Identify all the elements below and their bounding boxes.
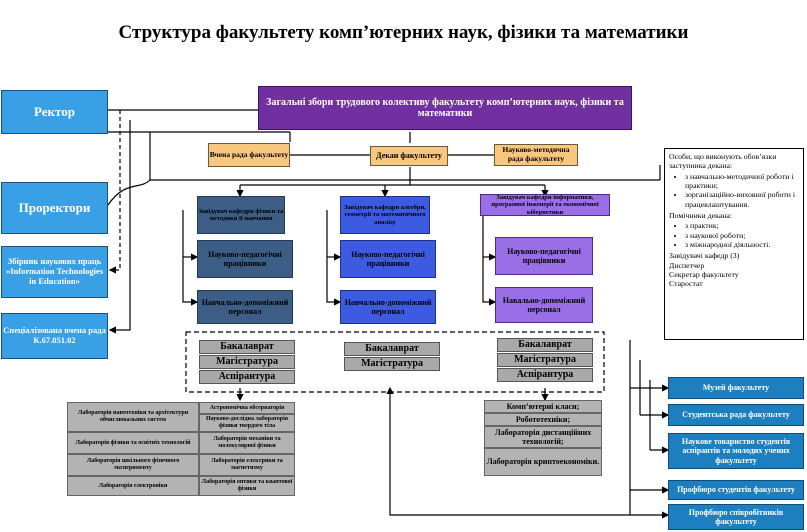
lab-nanotech[interactable]: Лабораторія нанотехніки та архітектури о… — [67, 402, 199, 432]
helpers-list: з практик; з наукової роботи; з міжнарод… — [669, 221, 799, 249]
specialized-council-box[interactable]: Спеціалізована вчена рада К.67.051.02 — [1, 313, 108, 359]
dept-math-staff[interactable]: Науково-педагогічні працівники — [340, 240, 436, 278]
lab-physics-edu[interactable]: Лабораторія фізики та освітніх технологі… — [67, 432, 199, 454]
deputies-list: з навчально-методичної роботи і практики… — [669, 172, 799, 209]
level-bachelor-3[interactable]: Бакалаврат — [497, 338, 593, 352]
helpers-title: Помічники декана: — [669, 211, 733, 221]
staff-item: Старостат — [669, 279, 703, 289]
level-master-1[interactable]: Магістратура — [199, 355, 295, 369]
lab-cryptoeconomics[interactable]: Лабораторія криптоекономіки. — [484, 448, 602, 476]
deputies-intro: Особи, що виконують обов’язки заступника… — [669, 152, 777, 171]
lab-electricity[interactable]: Лабораторія електрики та магнетизму — [199, 454, 295, 476]
dept-informatics-support[interactable]: Навально-допоміжний персонал — [495, 287, 593, 323]
lab-observatory[interactable]: Астрономічна обсерваторія — [199, 402, 295, 414]
lab-optics[interactable]: Лабораторія оптики та квантової фізики — [199, 476, 295, 496]
unit-staff-union[interactable]: Профбюро співробітників факультету — [668, 504, 804, 530]
level-phd-3[interactable]: Аспірантура — [497, 368, 593, 382]
level-bachelor-1[interactable]: Бакалаврат — [199, 340, 295, 354]
dept-physics-head[interactable]: Завідувач кафедри фізики та методики її … — [197, 196, 285, 234]
academic-council-box[interactable]: Вчена рада факультету — [208, 143, 290, 167]
unit-student-council[interactable]: Студентська рада факультету — [668, 404, 804, 426]
lab-solid-state[interactable]: Науково-дослідна лабораторія фізики твер… — [199, 414, 295, 432]
dean-office-info: Особи, що виконують обов’язки заступника… — [664, 148, 804, 340]
level-master-2[interactable]: Магістратура — [344, 357, 440, 371]
unit-student-union[interactable]: Профбюро студентів факультету — [668, 480, 804, 500]
dept-informatics-head[interactable]: Завідувач кафедри інформатики, програмно… — [480, 194, 610, 216]
level-bachelor-2[interactable]: Бакалаврат — [344, 342, 440, 356]
dept-informatics-staff[interactable]: Науково-педагогічні працівники — [495, 237, 593, 275]
deputy-item: зорганізаційно-виховної роботи і працевл… — [685, 190, 799, 209]
helper-item: з наукової роботи; — [685, 231, 799, 240]
staff-item: Секретар факультету — [669, 270, 739, 280]
unit-museum[interactable]: Музей факультету — [668, 377, 804, 399]
journal-box[interactable]: Збірник наукових праць «Information Tech… — [1, 246, 108, 298]
staff-item: Завідувачі кафедр (3) — [669, 251, 740, 261]
staff-item: Диспетчер — [669, 260, 705, 270]
rector-box[interactable]: Ректор — [1, 90, 108, 134]
helper-item: з міжнародної діяльності. — [685, 240, 799, 249]
dept-math-support[interactable]: Навчально-допоміжний персонал — [340, 290, 436, 324]
lab-distance-tech[interactable]: Лабораторія дистанційних технологій; — [484, 426, 602, 448]
level-phd-1[interactable]: Аспірантура — [199, 370, 295, 384]
lab-robotics[interactable]: Робототехніки; — [484, 413, 602, 426]
lab-computer-classes[interactable]: Комп’ютерні класи; — [484, 400, 602, 413]
dept-math-head[interactable]: Завідувач кафедри алгебри, геометрії та … — [340, 196, 430, 234]
level-master-3[interactable]: Магістратура — [497, 353, 593, 367]
dept-physics-staff[interactable]: Науково-педагогічні працівники — [197, 240, 293, 278]
lab-mechanics[interactable]: Лабораторія механіки та молекулярної фіз… — [199, 432, 295, 454]
prorector-box[interactable]: Проректори — [1, 182, 108, 234]
lab-electronics[interactable]: Лабораторія електроніки — [67, 476, 199, 496]
dept-physics-support[interactable]: Навчально-допоміжний персонал — [197, 290, 293, 324]
helper-item: з практик; — [685, 221, 799, 230]
dean-box[interactable]: Декан факультету — [370, 146, 448, 166]
unit-scientific-society[interactable]: Наукове товариство студентів аспірантів … — [668, 433, 804, 469]
deputy-item: з навчально-методичної роботи і практики… — [685, 172, 799, 191]
lab-school-experiment[interactable]: Лабораторія шкільного фізичного експерим… — [67, 454, 199, 476]
method-council-box[interactable]: Науково-методична рада факультету — [494, 144, 578, 166]
general-assembly-box[interactable]: Загальні збори трудового колективу факул… — [258, 86, 632, 130]
page-title: Структура факультету комп’ютерних наук, … — [118, 22, 689, 43]
